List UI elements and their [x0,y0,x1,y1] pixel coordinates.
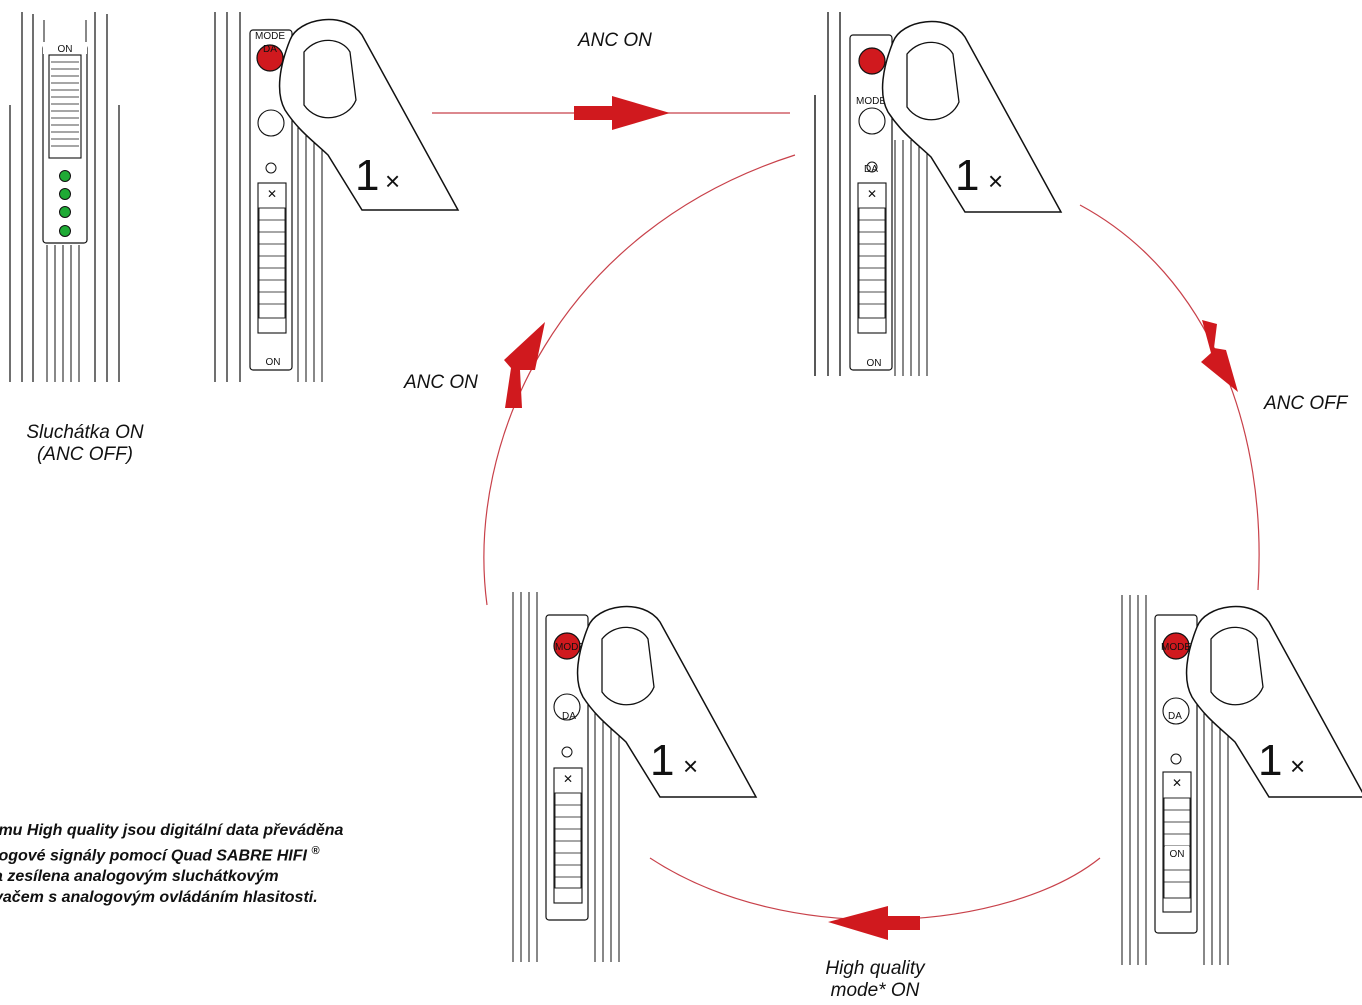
secondary-button[interactable] [1162,697,1190,725]
led-3 [59,206,71,218]
switch-on-label: ON [867,358,882,369]
left-arc [483,154,796,606]
footnote-line2: logové signály pomocí Quad SABRE HIFI ® [0,841,464,866]
press-times: × [385,166,400,196]
status-led [265,162,277,174]
switch-icon: ✕ [563,772,573,786]
da-label: DA [1168,711,1182,722]
registered-mark: ® [311,845,320,857]
switch-on-label: ON [1170,849,1185,860]
switch-icon: ✕ [267,187,277,201]
mode-button-pressed[interactable] [1162,632,1190,660]
footnote-line4: vačem s analogovým ovládáním hlasitosti. [0,889,318,907]
led-2 [59,188,71,200]
headphones-on-panel: ON [9,12,120,382]
arrow-down-icon [1201,320,1238,392]
footnote-line2-text: logové signály pomocí Quad SABRE HIFI [0,847,307,865]
led-1 [59,170,71,182]
device-panel-anc-off: MODE DA ✕ ON 1 × [1121,595,1362,965]
switch-icon: ✕ [867,187,877,201]
caption-anc-on-left: ANC ON [404,372,478,393]
press-times: × [683,751,698,781]
arrow-right-icon [574,96,670,130]
switch-on-label: ON [266,357,281,368]
caption-high-quality-line2: mode* ON [830,980,920,1001]
caption-headphones-on: Sluchátka ON (ANC OFF) [0,422,185,466]
footnote-line1: imu High quality jsou digitální data pře… [0,822,344,839]
da-label: DA [263,44,277,55]
status-led [1170,753,1182,765]
switch-on-label: ON [58,44,73,55]
mode-button-pressed[interactable] [553,632,581,660]
secondary-button[interactable] [858,107,886,135]
device-panel-anc-on: MODE DA ✕ ON 1 × [814,12,1062,376]
caption-headphones-line1: Sluchátka ON [26,422,144,443]
caption-high-quality-line1: High quality [825,958,925,979]
press-count: 1 [355,151,379,200]
caption-anc-on-top: ANC ON [578,30,652,51]
right-arc [1079,204,1260,591]
da-label: DA [562,711,576,722]
press-count: 1 [1258,736,1282,785]
mode-label: MODE [555,642,585,653]
press-times: × [1290,751,1305,781]
arrow-up-icon [504,322,545,408]
da-label: DA [864,164,878,175]
switch-icon: ✕ [1172,776,1182,790]
arrow-heads [504,96,1238,940]
mode-button-pressed[interactable] [858,47,886,75]
mode-label: MODE [1161,642,1191,653]
arrow-left-icon [828,906,920,940]
press-times: × [988,166,1003,196]
secondary-button[interactable] [553,693,581,721]
status-led [866,161,878,173]
led-4 [59,225,71,237]
footnote: imu High quality jsou digitální data pře… [0,820,464,908]
press-count: 1 [955,151,979,200]
mode-label: MODE [255,31,285,42]
secondary-button[interactable] [257,109,285,137]
device-panel-high-quality: MODE DA ✕ 1 × [512,592,757,962]
caption-headphones-line2: (ANC OFF) [36,444,134,465]
footnote-line3: a zesílena analogovým sluchátkovým [0,868,279,886]
mode-label: MODE [856,96,886,107]
device-panel-start: MODE DA ✕ ON 1 × [214,12,459,382]
caption-high-quality: High quality mode* ON [775,958,975,1002]
status-led [561,746,573,758]
press-count: 1 [650,736,674,785]
caption-anc-off: ANC OFF [1264,393,1348,414]
